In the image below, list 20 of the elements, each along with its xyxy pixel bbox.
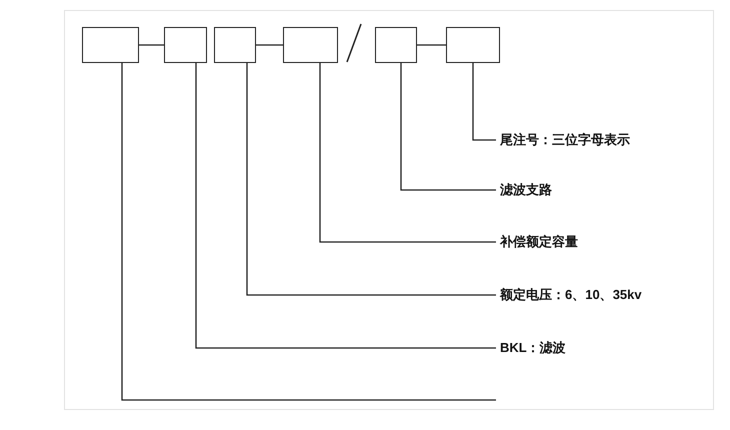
leader-line <box>319 63 496 243</box>
code-field-box <box>446 27 500 63</box>
code-description: BKL：滤波 <box>500 339 566 357</box>
code-description: 尾注号：三位字母表示 <box>500 131 630 149</box>
code-field-box <box>375 27 417 63</box>
code-field-box <box>82 27 139 63</box>
code-field-box <box>283 27 338 63</box>
connector-line <box>139 44 164 46</box>
leader-line <box>121 63 496 401</box>
connector-line <box>256 44 283 46</box>
connector-line <box>417 44 446 46</box>
code-field-box <box>214 27 256 63</box>
code-description: 补偿额定容量 <box>500 233 578 251</box>
code-description: 滤波支路 <box>500 181 552 199</box>
leader-line <box>246 63 496 296</box>
leader-line <box>472 63 496 141</box>
code-field-box <box>164 27 207 63</box>
code-description: 额定电压：6、10、35kv <box>500 286 642 304</box>
leader-line <box>400 63 496 191</box>
leader-line <box>195 63 496 349</box>
